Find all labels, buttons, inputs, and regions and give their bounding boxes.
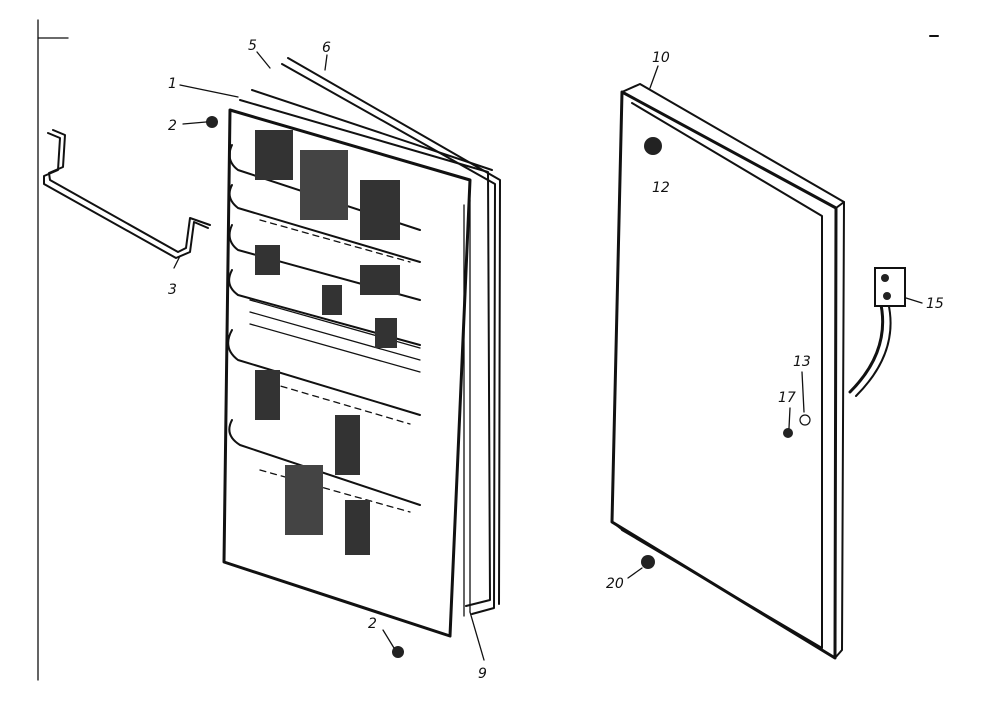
scan-margin-marks xyxy=(37,19,939,681)
door-handle xyxy=(848,267,906,397)
callout-17: 17 xyxy=(778,390,796,406)
part-13 xyxy=(799,414,811,426)
screw-17 xyxy=(783,428,793,438)
callout-2-top: 2 xyxy=(168,118,177,134)
liner-slots xyxy=(255,130,400,555)
callout-15: 15 xyxy=(926,296,944,312)
door-liner xyxy=(222,57,501,638)
leader-lines xyxy=(173,51,923,661)
screw-2-top xyxy=(206,116,218,128)
callout-10: 10 xyxy=(652,50,670,66)
screw-2-bottom xyxy=(392,646,404,658)
callout-13: 13 xyxy=(793,354,811,370)
screws xyxy=(206,116,811,658)
callout-6: 6 xyxy=(322,40,331,56)
callout-5: 5 xyxy=(248,38,257,54)
callout-12: 12 xyxy=(652,180,670,196)
callout-20: 20 xyxy=(606,576,624,592)
callout-3: 3 xyxy=(168,282,177,298)
plug-20 xyxy=(641,555,655,569)
callout-2-bottom: 2 xyxy=(368,616,377,632)
plug-12 xyxy=(644,137,662,155)
callout-9: 9 xyxy=(478,666,487,682)
callout-labels: 1 2 2 3 5 6 9 10 12 13 15 17 20 xyxy=(168,38,944,682)
outer-door-panel xyxy=(610,83,845,660)
callout-1: 1 xyxy=(168,76,177,92)
wire-shelf-rail xyxy=(43,129,211,259)
